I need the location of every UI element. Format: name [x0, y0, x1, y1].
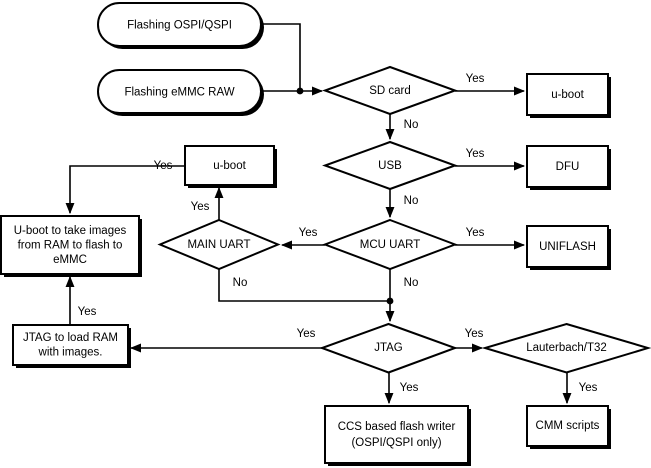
- node-label-uboot-take-images-line1: U-boot to take images: [14, 225, 127, 237]
- node-uboot-mid[interactable]: u-boot: [184, 145, 277, 188]
- edge-label-jtag-yes-down: Yes: [400, 382, 419, 394]
- node-uboot-top[interactable]: u-boot: [526, 73, 611, 118]
- edge-label-sdcard-yes: Yes: [466, 73, 485, 85]
- edge-label-mcuuart-yes-uniflash: Yes: [466, 227, 485, 239]
- edge-label-jtag-yes-right: Yes: [465, 328, 484, 340]
- edge-label-mainuart-yes: Yes: [191, 201, 210, 213]
- edge-label-usb-no: No: [404, 195, 419, 207]
- node-uniflash[interactable]: UNIFLASH: [526, 225, 611, 270]
- node-label-dfu: DFU: [556, 161, 580, 173]
- junction-dot-inputs: [296, 87, 304, 95]
- edge-label-uboot-mid-yes: Yes: [154, 160, 173, 172]
- node-main-uart-decision[interactable]: MAIN UART: [157, 218, 281, 271]
- node-label-ccs-flash-writer-line1: CCS based flash writer: [338, 421, 456, 433]
- node-label-uboot-mid: u-boot: [213, 160, 246, 172]
- edge-uboot-yes-to-ubootimages: [65, 165, 185, 215]
- node-label-lauterbach-t32: Lauterbach/T32: [526, 342, 607, 354]
- edge-ospi-to-sdcard: [261, 23, 301, 91]
- node-mcu-uart-decision[interactable]: MCU UART: [322, 218, 458, 271]
- node-sd-card-decision[interactable]: SD card: [322, 65, 458, 116]
- node-label-flashing-ospi-qspi: Flashing OSPI/QSPI: [127, 20, 232, 32]
- node-label-ccs-flash-writer-line2: (OSPI/QSPI only): [351, 437, 441, 449]
- node-uboot-take-images[interactable]: U-boot to take images from RAM to flash …: [0, 215, 142, 277]
- node-label-flashing-emmc-raw: Flashing eMMC RAW: [124, 87, 234, 99]
- edge-label-mcuuart-yes-mainuart: Yes: [299, 227, 318, 239]
- node-label-uboot-take-images-line2: from RAM to flash to: [18, 240, 123, 252]
- node-label-jtag: JTAG: [374, 342, 403, 354]
- node-label-uboot-take-images-line3: eMMC: [53, 254, 87, 266]
- edge-label-lauterbach-yes: Yes: [579, 382, 598, 394]
- edge-label-usb-yes: Yes: [466, 148, 485, 160]
- node-flashing-ospi-qspi[interactable]: Flashing OSPI/QSPI: [97, 2, 264, 49]
- node-label-jtag-load-ram-line2: with images.: [38, 347, 103, 359]
- node-jtag-decision[interactable]: JTAG: [319, 322, 458, 374]
- node-lauterbach-t32-decision[interactable]: Lauterbach/T32: [481, 322, 651, 374]
- edge-label-sdcard-no: No: [404, 119, 419, 131]
- node-label-jtag-load-ram-line1: JTAG to load RAM: [23, 332, 118, 344]
- node-label-mcu-uart: MCU UART: [360, 239, 420, 251]
- node-label-sd-card: SD card: [369, 85, 411, 97]
- node-label-uboot-top: u-boot: [551, 89, 584, 101]
- node-dfu[interactable]: DFU: [526, 145, 611, 190]
- edge-label-mcuuart-no: No: [404, 277, 419, 289]
- edge-label-jtag-yes-left: Yes: [297, 328, 316, 340]
- node-flashing-emmc-raw[interactable]: Flashing eMMC RAW: [97, 69, 264, 116]
- edge-labels-layer: Yes No Yes No Yes Yes No Yes No Yes Yes …: [78, 73, 598, 394]
- edge-label-mainuart-no: No: [233, 277, 248, 289]
- node-label-usb: USB: [378, 160, 402, 172]
- node-label-cmm-scripts: CMM scripts: [536, 420, 600, 432]
- node-jtag-load-ram[interactable]: JTAG to load RAM with images.: [12, 324, 131, 368]
- edge-label-jtagload-yes: Yes: [78, 306, 97, 318]
- node-cmm-scripts[interactable]: CMM scripts: [526, 405, 611, 449]
- node-label-main-uart: MAIN UART: [187, 239, 250, 251]
- connectors-layer: [65, 23, 572, 405]
- node-label-uniflash: UNIFLASH: [539, 241, 596, 253]
- node-ccs-flash-writer[interactable]: CCS based flash writer (OSPI/QSPI only): [324, 405, 471, 466]
- node-usb-decision[interactable]: USB: [322, 140, 458, 191]
- edge-mainuart-no-to-junction: [218, 269, 390, 302]
